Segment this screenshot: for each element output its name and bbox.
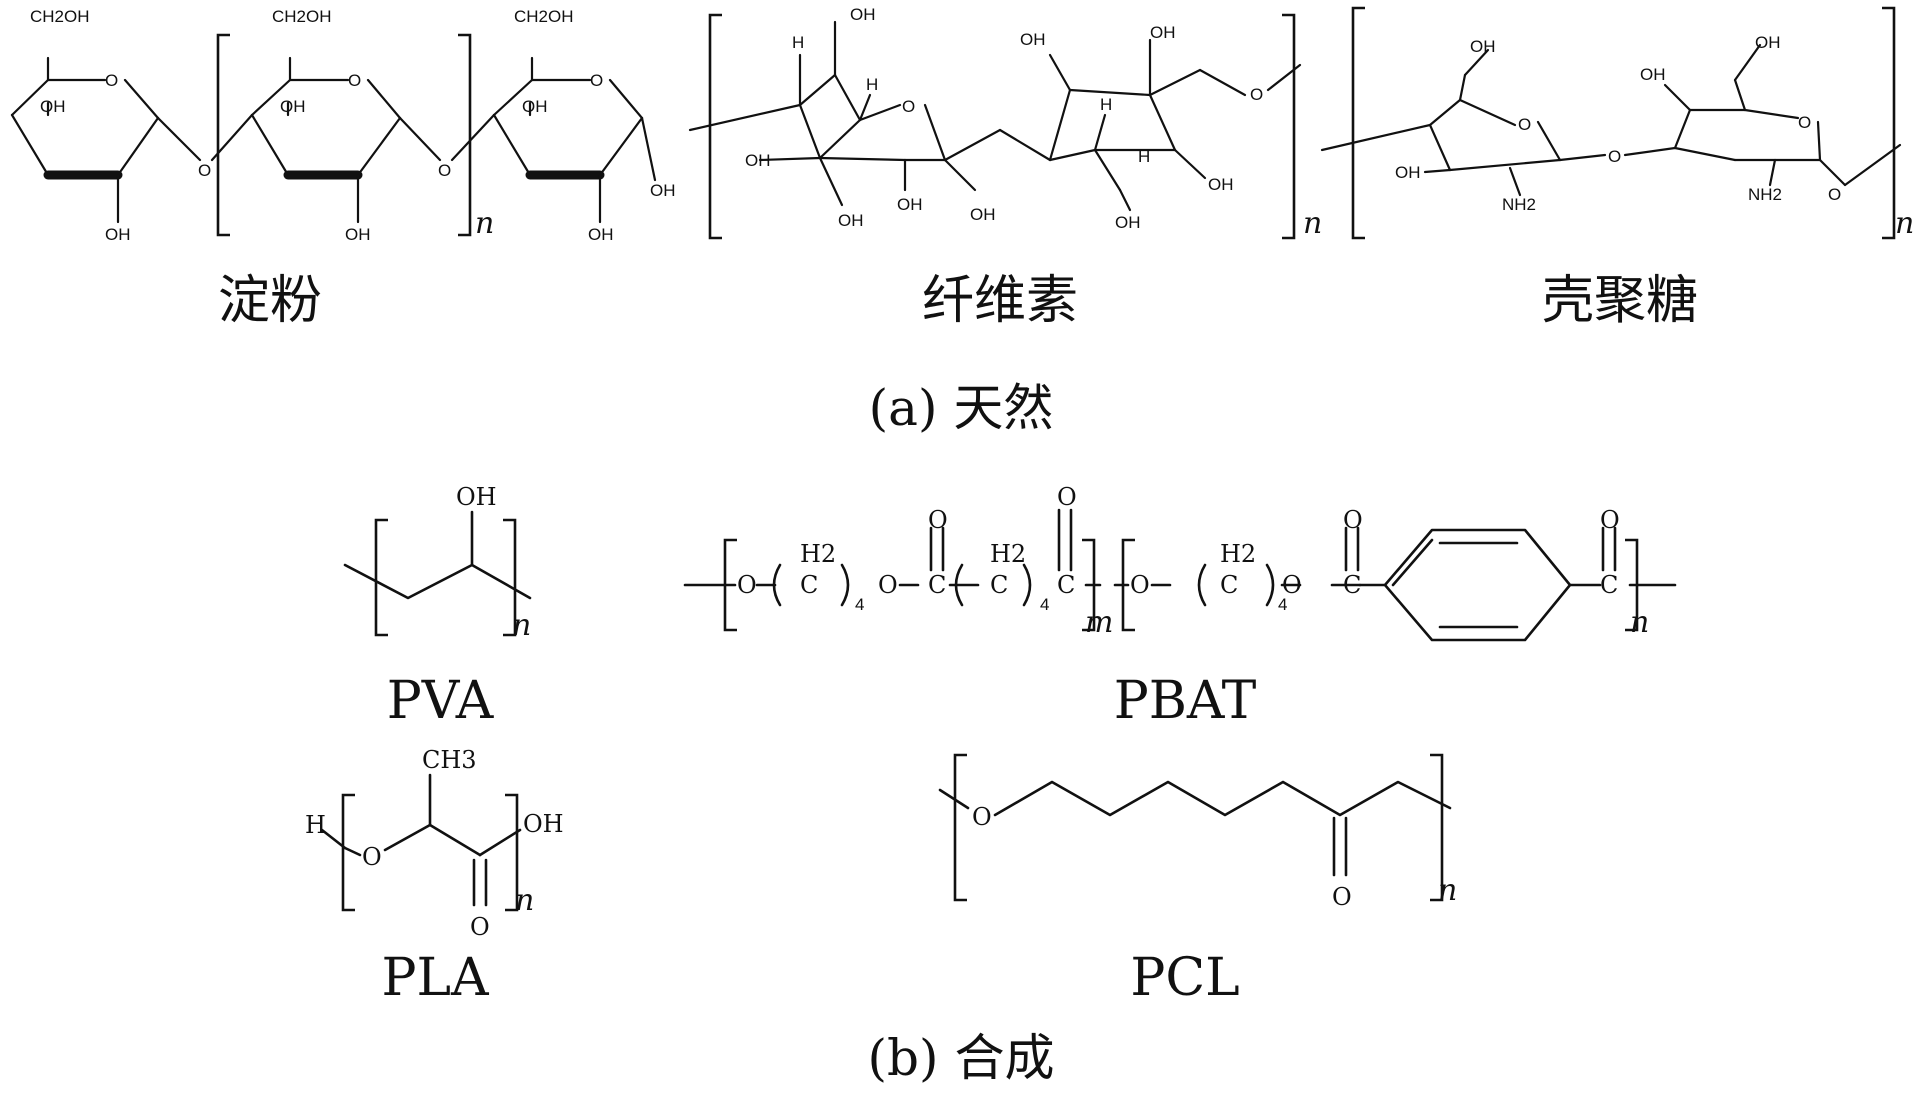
chitosan-oh-4: OH [1395, 163, 1421, 182]
cellulose-oh-2: OH [745, 151, 771, 170]
chitosan-nh2-2: NH2 [1748, 185, 1782, 204]
pbat-c-1: C [800, 571, 818, 599]
starch-ch2oh-1: CH2OH [30, 7, 90, 26]
pbat-c-4: C [1057, 571, 1075, 599]
pbat-o-8: O [1600, 506, 1620, 534]
pbat-h2-3: H2 [1220, 540, 1256, 568]
chitosan-structure [1320, 6, 1902, 240]
starch-link-o-1: O [198, 161, 211, 180]
pbat-sub4-3: 4 [1278, 595, 1287, 614]
cellulose-oh-5: OH [970, 205, 996, 224]
pbat-o-3: O [928, 506, 948, 534]
pla-h: H [305, 811, 326, 839]
chitosan-atom-labels: OH OH OH O O OH O O NH2 NH2 n 壳聚糖 [1395, 33, 1914, 331]
pbat-c-5: C [1220, 571, 1238, 599]
pla-o-2: O [470, 913, 490, 941]
chitosan-link-o-2: O [1828, 185, 1841, 204]
starch-oh-5: OH [345, 225, 371, 244]
cellulose-repeat-n: n [1303, 206, 1322, 241]
pbat-sub4-1: 4 [855, 595, 864, 614]
starch-oh-4: OH [105, 225, 131, 244]
cellulose-h-1: H [792, 33, 804, 52]
chitosan-ring-o-1: O [1518, 115, 1531, 134]
pcl-o-2: O [1332, 883, 1352, 911]
starch-atom-labels: CH2OH CH2OH CH2OH O O O OH OH OH OH OH O… [30, 7, 676, 331]
pbat-o-5: O [1130, 571, 1150, 599]
caption-synthetic: (b) 合成 [868, 1029, 1055, 1087]
starch-oh-3: OH [522, 97, 548, 116]
starch-name: 淀粉 [218, 271, 322, 331]
chitosan-oh-2: OH [1640, 65, 1666, 84]
starch-ch2oh-2: CH2OH [272, 7, 332, 26]
cellulose-h-2: H [866, 75, 878, 94]
chitosan-repeat-n: n [1895, 206, 1914, 241]
chitosan-oh-1: OH [1470, 37, 1496, 56]
pla-o-1: O [362, 843, 382, 871]
cellulose-oh-9: OH [1115, 213, 1141, 232]
cellulose-oh-3: OH [838, 211, 864, 230]
pbat-h2-2: H2 [990, 540, 1026, 568]
starch-ring-o-2: O [348, 71, 361, 90]
pcl-repeat-n: n [1438, 873, 1457, 908]
starch-terminal-oh: OH [650, 181, 676, 200]
pbat-o-7: O [1343, 506, 1363, 534]
pbat-o-2: O [878, 571, 898, 599]
starch-oh-6: OH [588, 225, 614, 244]
cellulose-oh-8: OH [1208, 175, 1234, 194]
pla-oh: OH [523, 810, 564, 838]
cellulose-atom-labels: OH H H O OH OH OH OH OH OH H H OH OH O n… [745, 5, 1322, 331]
chitosan-oh-3: OH [1755, 33, 1781, 52]
chitosan-nh2-1: NH2 [1502, 195, 1536, 214]
pva-repeat-n: n [512, 608, 531, 643]
cellulose-h-4: H [1138, 147, 1150, 166]
pbat-o-4: O [1057, 483, 1077, 511]
cellulose-link-o: O [1250, 85, 1263, 104]
chitosan-name: 壳聚糖 [1542, 271, 1698, 331]
pbat-c-2: C [928, 571, 946, 599]
cellulose-oh-7: OH [1150, 23, 1176, 42]
starch-ring-o-1: O [105, 71, 118, 90]
cellulose-name: 纤维素 [922, 271, 1078, 331]
pbat-repeat-n: n [1630, 605, 1649, 640]
chitosan-link-o-1: O [1608, 147, 1621, 166]
pva-name: PVA [387, 671, 495, 731]
starch-repeat-n: n [475, 206, 494, 241]
pla-ch3: CH3 [422, 746, 477, 774]
pbat-o-6: O [1282, 571, 1302, 599]
pcl-name: PCL [1130, 948, 1239, 1008]
pva-oh: OH [456, 483, 497, 511]
pbat-structure: O C H2 4 O C O C H2 4 C O m O C H2 4 O C… [683, 483, 1677, 731]
cellulose-oh-4: OH [897, 195, 923, 214]
pbat-c-7: C [1600, 571, 1618, 599]
pbat-c-3: C [990, 571, 1008, 599]
starch-structure [10, 33, 657, 237]
pbat-c-6: C [1343, 571, 1361, 599]
pbat-h2-1: H2 [800, 540, 836, 568]
starch-link-o-2: O [438, 161, 451, 180]
pla-repeat-n: n [515, 883, 534, 918]
pla-structure: H O CH3 OH O n PLA [305, 746, 564, 1008]
pbat-repeat-m: m [1085, 605, 1113, 640]
cellulose-oh-1: OH [850, 5, 876, 24]
chitosan-ring-o-2: O [1798, 113, 1811, 132]
caption-natural: (a) 天然 [869, 379, 1054, 437]
cellulose-ring-o-1: O [902, 97, 915, 116]
pla-name: PLA [381, 948, 490, 1008]
starch-ch2oh-3: CH2OH [514, 7, 574, 26]
pcl-o-1: O [972, 803, 992, 831]
pcl-structure: O O n PCL [938, 753, 1457, 1008]
pbat-sub4-2: 4 [1040, 595, 1049, 614]
starch-ring-o-3: O [590, 71, 603, 90]
cellulose-oh-6: OH [1020, 30, 1046, 49]
starch-oh-1: OH [40, 97, 66, 116]
cellulose-structure [688, 13, 1302, 240]
pbat-o-1: O [737, 571, 757, 599]
pva-structure: OH n PVA [343, 483, 531, 731]
starch-oh-2: OH [280, 97, 306, 116]
cellulose-h-3: H [1100, 95, 1112, 114]
pbat-name: PBAT [1114, 671, 1257, 731]
